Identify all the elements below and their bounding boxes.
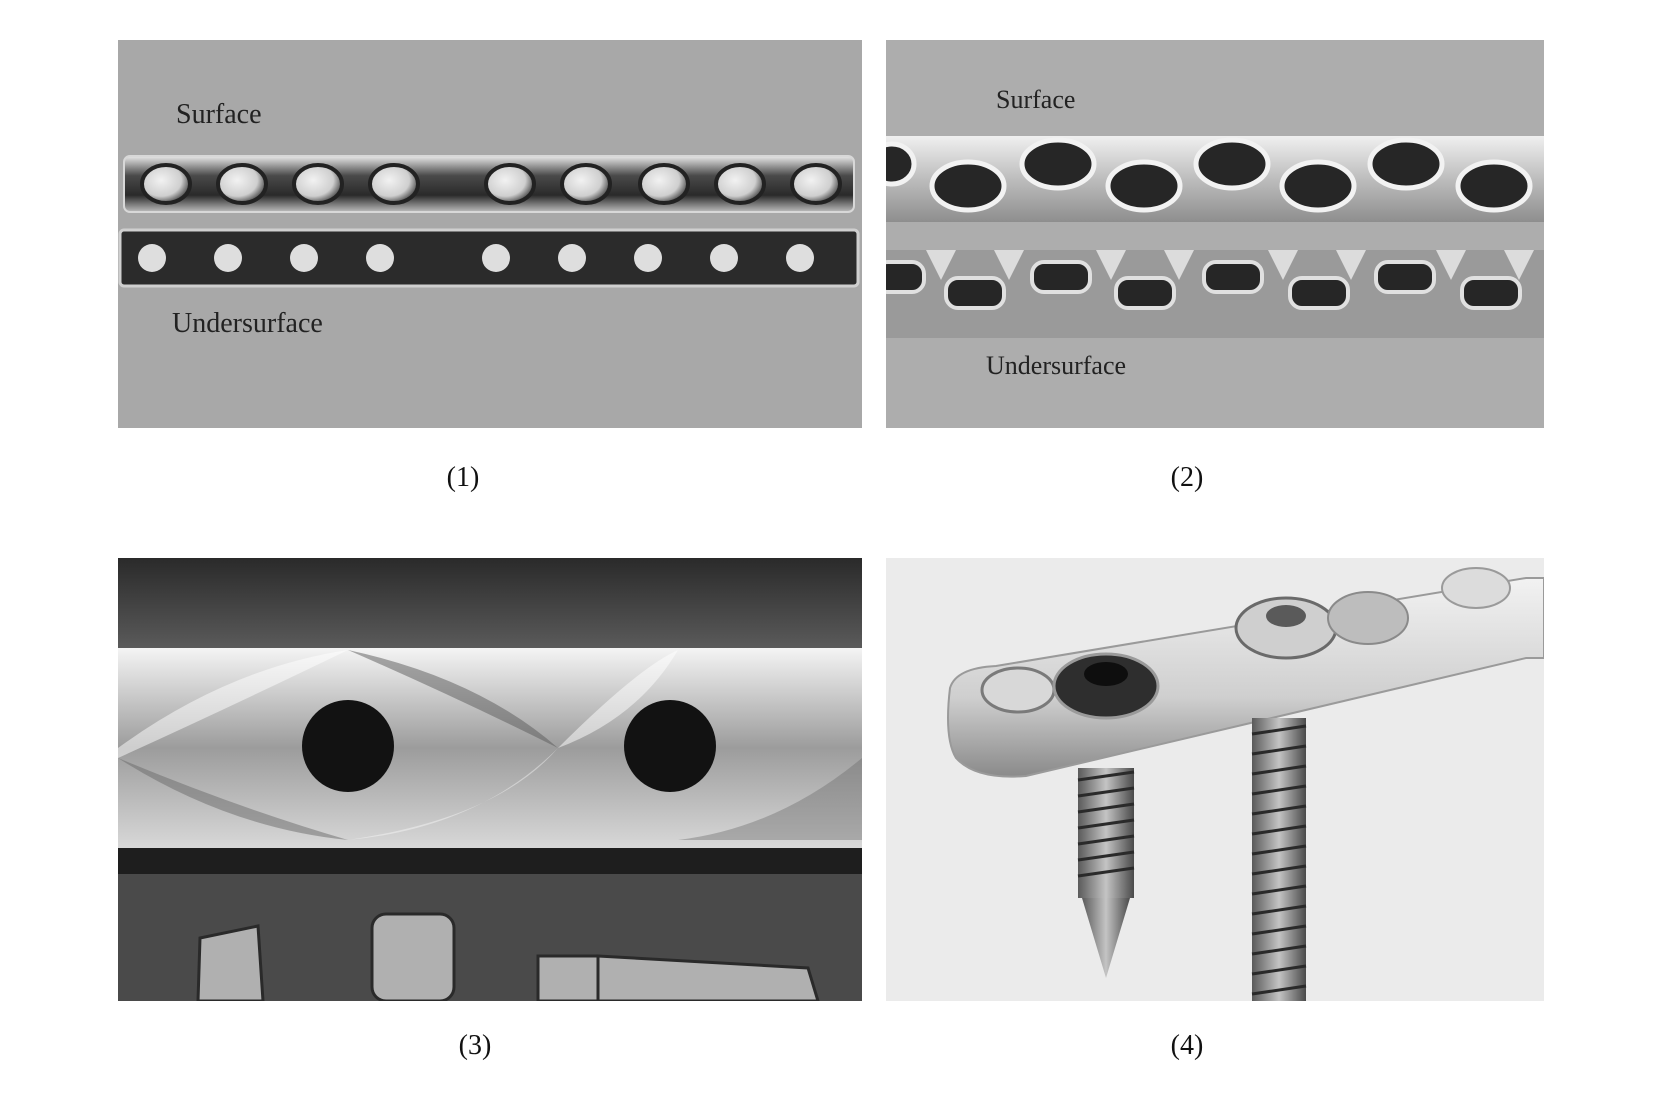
photo-panel-3 xyxy=(118,558,862,1001)
photo-panel-2: Surface Undersurface xyxy=(886,40,1544,428)
plate-photo-1: Surface Undersurface xyxy=(118,40,862,428)
label-surface-2: Surface xyxy=(996,85,1075,114)
plate-closeup-photo-3 xyxy=(118,558,862,1001)
caption-panel-4: (4) xyxy=(1170,1030,1204,1061)
label-surface-1: Surface xyxy=(176,99,262,130)
photo-panel-1: Surface Undersurface xyxy=(118,40,862,428)
label-undersurface-2: Undersurface xyxy=(986,351,1126,380)
plate-photo-2: Surface Undersurface xyxy=(886,40,1544,428)
plate-screws-photo-4 xyxy=(886,558,1544,1001)
caption-panel-1: (1) xyxy=(446,462,480,493)
caption-panel-3: (3) xyxy=(458,1030,492,1061)
label-undersurface-1: Undersurface xyxy=(172,308,323,339)
caption-panel-2: (2) xyxy=(1170,462,1204,493)
photo-panel-4 xyxy=(886,558,1544,1001)
